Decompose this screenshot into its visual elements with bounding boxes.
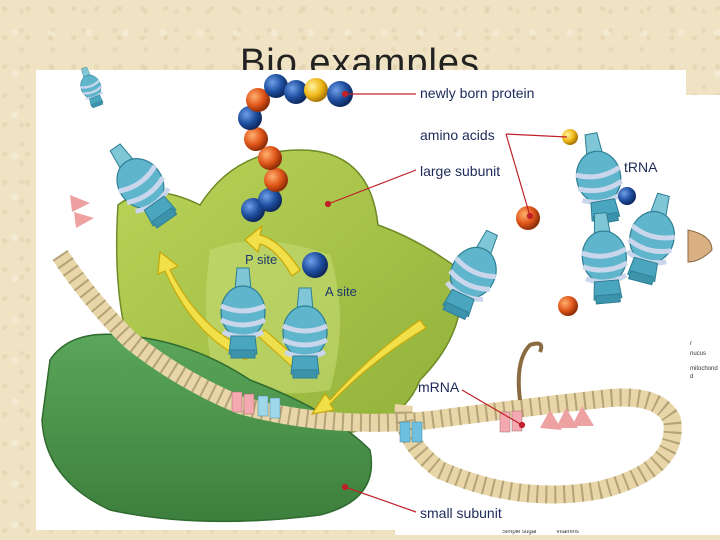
bg-vitamins-label: Vitamins xyxy=(556,529,579,535)
background-figure: r nucus mitochond d Simple sugar Vitamin… xyxy=(502,229,718,535)
label-mrna: mRNA xyxy=(418,379,460,395)
bg-simple-sugar-label: Simple sugar xyxy=(502,529,537,535)
protein-chain xyxy=(238,74,353,222)
bg-fragment-3: mitochond xyxy=(690,366,718,372)
bg-fragment-1: r xyxy=(690,341,692,347)
label-large-subunit: large subunit xyxy=(420,163,500,179)
label-p-site: P site xyxy=(245,252,277,267)
label-newly-born-protein: newly born protein xyxy=(420,85,534,101)
bg-fragment-2: nucus xyxy=(690,351,706,357)
mrna-tail xyxy=(516,341,544,401)
amino-acid-a-site xyxy=(302,252,328,278)
bg-fragment-4: d xyxy=(690,374,693,380)
label-amino-acids: amino acids xyxy=(420,127,495,143)
leader-lines xyxy=(324,90,568,513)
amino-acid-free xyxy=(562,129,578,145)
label-trna: tRNA xyxy=(624,159,658,175)
label-a-site: A site xyxy=(325,284,357,299)
mrna-strand xyxy=(52,250,682,504)
label-small-subunit: small subunit xyxy=(420,505,502,521)
direction-arrowheads xyxy=(70,195,594,430)
amino-acid-right-2 xyxy=(558,296,578,316)
amino-acid-right-1 xyxy=(618,187,636,205)
